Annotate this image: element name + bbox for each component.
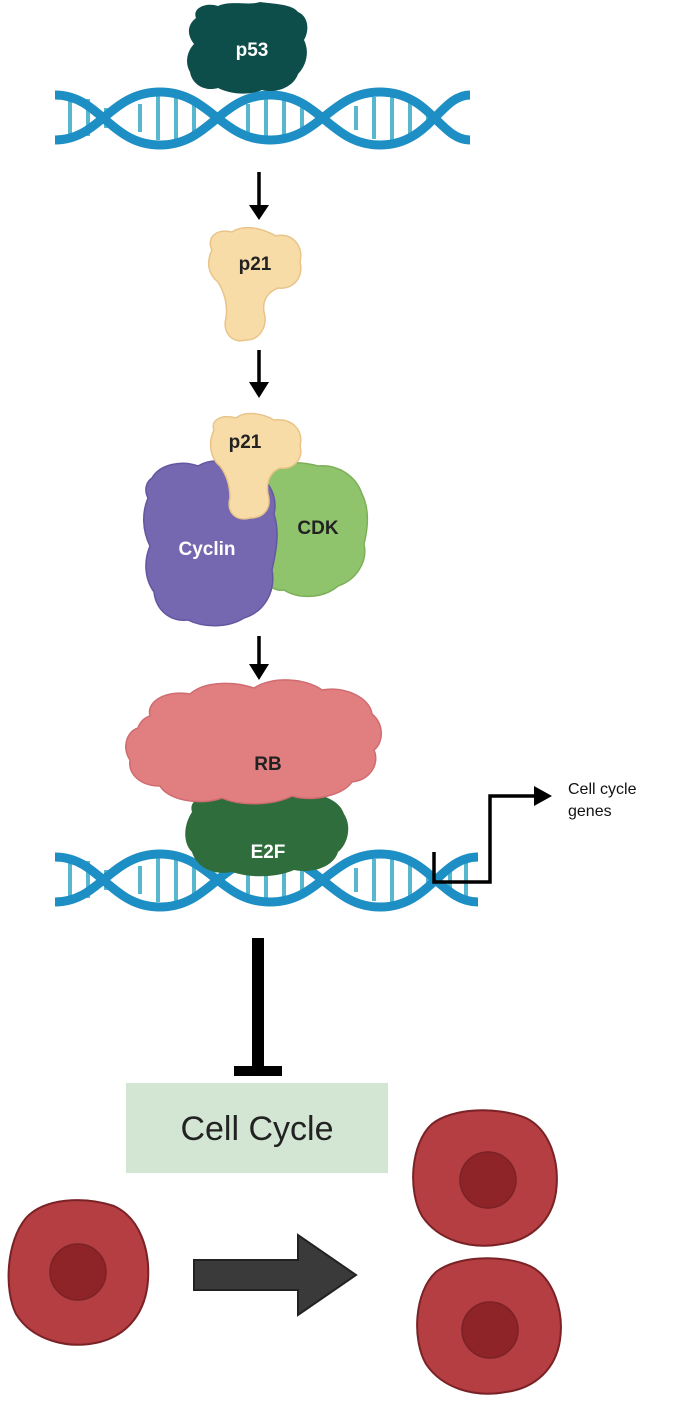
daughter-cell-top: [412, 1109, 558, 1247]
p53-protein: p53: [187, 2, 308, 94]
rb-protein: RB: [125, 679, 382, 805]
arrow-p21-to-complex: [249, 350, 269, 398]
e2f-label: E2F: [251, 842, 286, 863]
cell-cycle-box: Cell Cycle: [126, 1083, 388, 1173]
daughter-top-nucleus: [459, 1151, 517, 1209]
cdk-label: CDK: [297, 518, 338, 539]
transcription-arrow: [432, 786, 552, 884]
inhibition-arrow: [234, 938, 282, 1076]
cell-cycle-label: Cell Cycle: [180, 1110, 333, 1148]
e2f-protein: E2F: [185, 790, 349, 877]
arrow-complex-to-rb: [249, 636, 269, 680]
parent-cell: [7, 1199, 150, 1346]
parent-cell-nucleus: [49, 1243, 107, 1301]
p53-label: p53: [236, 40, 269, 61]
dna-helix-top: [54, 87, 471, 150]
cell-cycle-genes-label-line2: genes: [568, 803, 612, 820]
cyclin-label: Cyclin: [178, 539, 235, 560]
p21-protein-free: p21: [207, 226, 302, 342]
daughter-cell-bottom: [416, 1257, 562, 1395]
division-arrow: [193, 1233, 358, 1317]
rb-label: RB: [254, 754, 281, 775]
arrow-p53-to-p21: [249, 172, 269, 220]
daughter-bottom-nucleus: [461, 1301, 519, 1359]
p21-free-label: p21: [239, 254, 272, 275]
p21-protein-bound: [209, 412, 302, 520]
cyclin-cdk-p21-complex: p21 Cyclin CDK: [143, 412, 369, 627]
cell-cycle-genes-label-line1: Cell cycle: [568, 781, 637, 798]
p21-bound-label: p21: [229, 432, 262, 453]
